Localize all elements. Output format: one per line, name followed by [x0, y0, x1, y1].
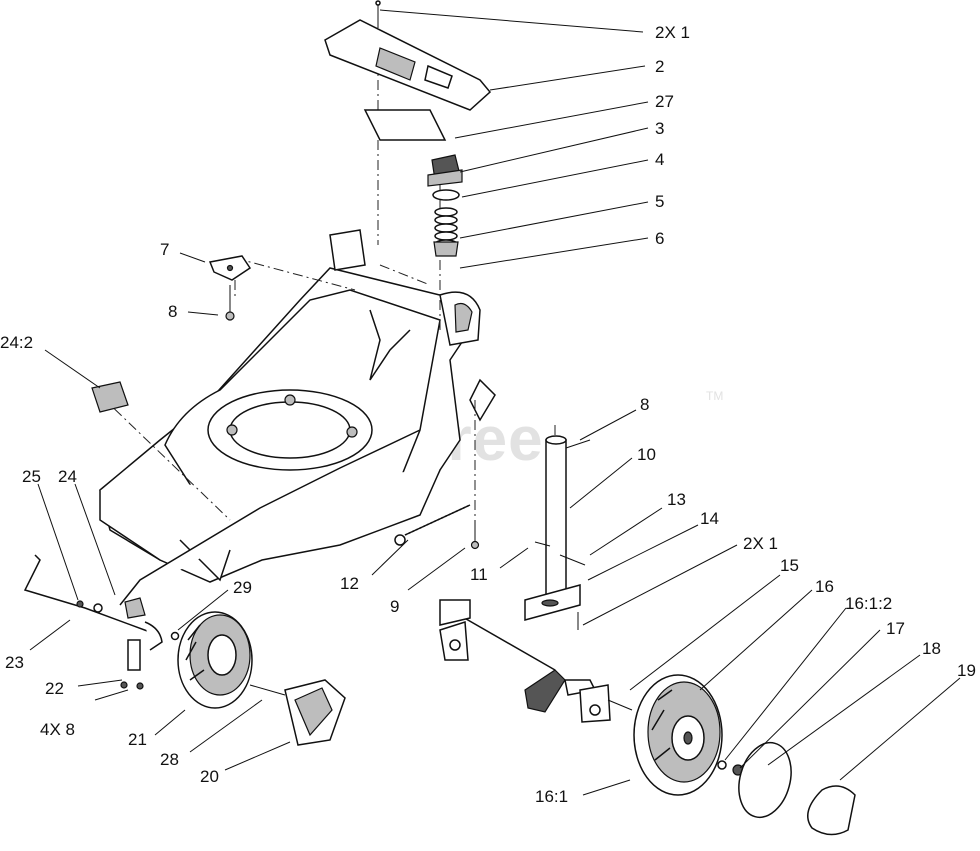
callout-6: 6	[655, 229, 664, 248]
washer-16-1-2	[717, 760, 727, 770]
bolt-11	[534, 541, 551, 547]
callout-9: 9	[390, 597, 399, 616]
callout-24-2: 24:2	[0, 333, 33, 352]
watermark-trademark: TM	[706, 389, 723, 403]
callout-2x1-top: 2X 1	[655, 23, 690, 42]
height-tube-10	[545, 435, 567, 601]
callout-2: 2	[655, 57, 664, 76]
callout-10: 10	[637, 445, 656, 464]
callout-22: 22	[45, 679, 64, 698]
callout-19: 19	[957, 661, 976, 680]
callout-20: 20	[200, 767, 219, 786]
mower-deck	[99, 229, 496, 583]
callout-12: 12	[340, 574, 359, 593]
front-wheel-21	[177, 611, 253, 709]
callout-16-1-2: 16:1:2	[845, 594, 892, 613]
callout-3: 3	[655, 119, 664, 138]
callout-23: 23	[5, 653, 24, 672]
bolt-8-right	[565, 439, 591, 449]
callout-25: 25	[22, 467, 41, 486]
washer-4	[432, 189, 460, 201]
callout-15: 15	[780, 556, 799, 575]
callout-4: 4	[655, 150, 664, 169]
callout-17: 17	[886, 619, 905, 638]
callout-29: 29	[233, 578, 252, 597]
bolt-8-left	[225, 285, 235, 321]
decal-19	[807, 785, 856, 836]
decal-27	[363, 109, 447, 141]
block-14	[524, 584, 581, 621]
washer-29	[170, 631, 180, 641]
callout-4x8: 4X 8	[40, 720, 75, 739]
callout-5: 5	[655, 192, 664, 211]
screw-top	[375, 0, 381, 28]
callout-18: 18	[922, 639, 941, 658]
callout-8-left: 8	[168, 302, 177, 321]
callout-11: 11	[470, 565, 488, 584]
callout-14: 14	[700, 509, 719, 528]
callout-13: 13	[667, 490, 686, 509]
callout-7: 7	[160, 240, 169, 259]
bolt-28	[249, 684, 286, 696]
callout-21: 21	[128, 730, 147, 749]
callout-8-right: 8	[640, 395, 649, 414]
callout-2x1-mid: 2X 1	[743, 534, 778, 553]
front-axle-23	[23, 554, 151, 633]
cable-rod-24	[119, 429, 421, 606]
rear-axle-15	[439, 599, 633, 723]
callout-27: 27	[655, 92, 674, 111]
rear-wheel-16	[633, 674, 723, 796]
spring-12	[394, 504, 471, 546]
callout-24: 24	[58, 467, 77, 486]
bolt-13	[559, 554, 586, 566]
bracket-22	[120, 597, 163, 690]
decal-24-2	[91, 381, 129, 413]
hubcap-18	[738, 741, 792, 819]
bracket-7	[208, 255, 252, 281]
hubcap-20	[284, 679, 346, 746]
spacer-6	[433, 241, 459, 257]
leader-lines	[29, 9, 961, 796]
height-knob	[427, 154, 463, 187]
callout-16-1: 16:1	[535, 787, 568, 806]
callout-28: 28	[160, 750, 179, 769]
bolt-9	[470, 520, 480, 550]
callout-labels: 2X 1 2 27 3 4 5 6 7 8 24:2 8 10 13 14 2X…	[0, 23, 976, 806]
callout-16: 16	[815, 577, 834, 596]
handle-cover	[324, 19, 492, 111]
